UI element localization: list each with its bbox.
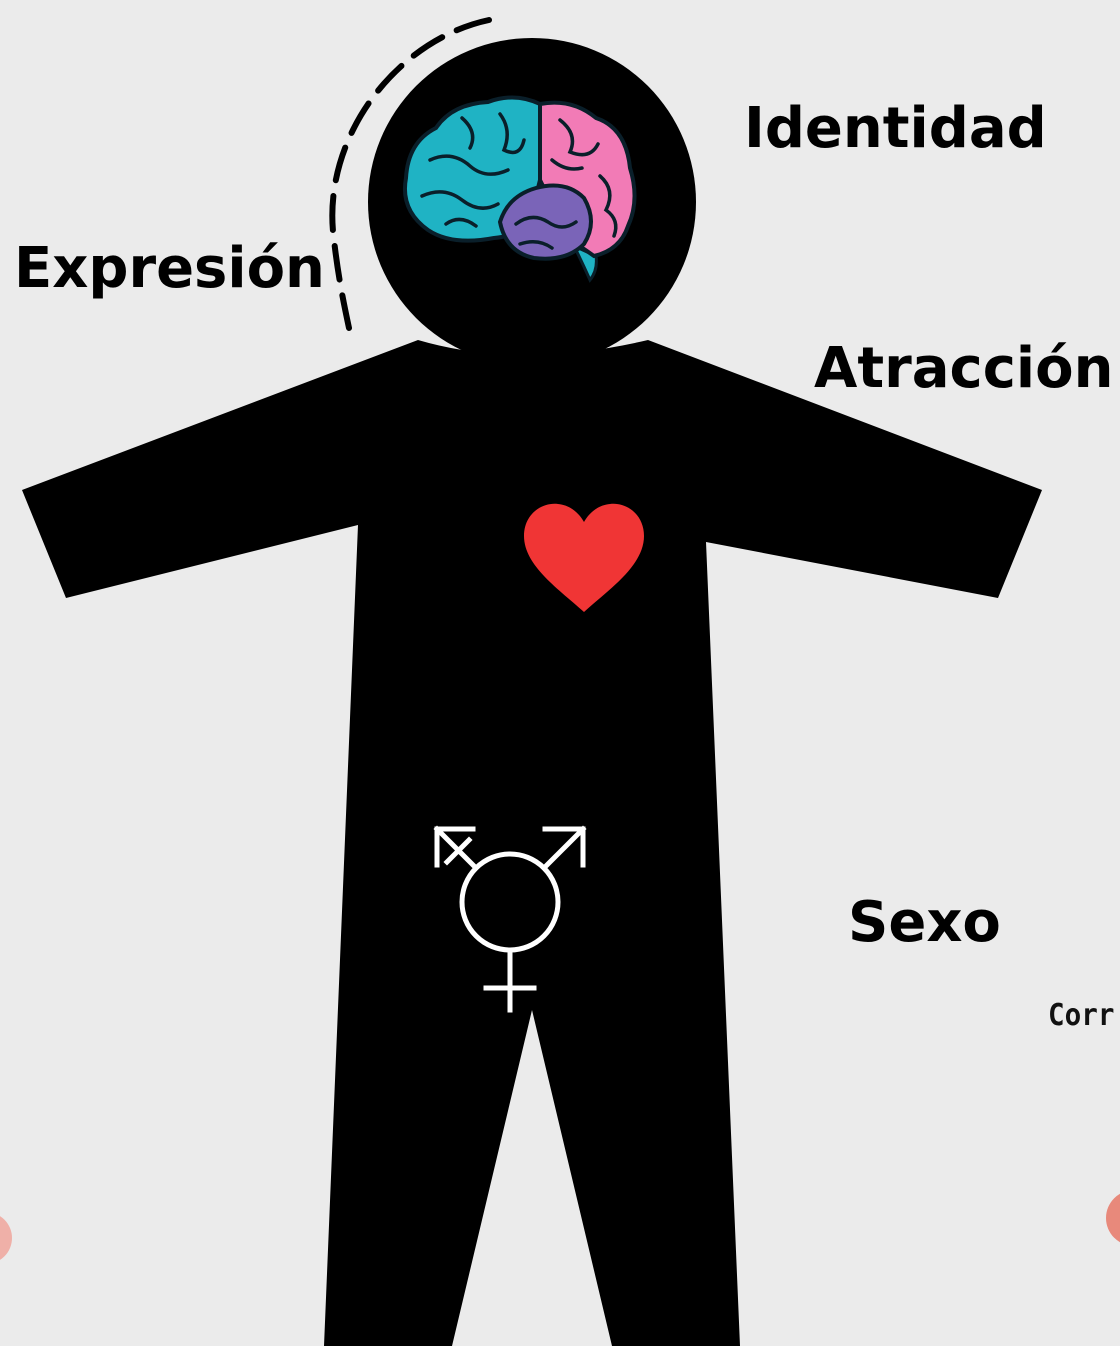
label-identidad: Identidad bbox=[744, 96, 1047, 161]
partial-caption: Corr bbox=[1048, 998, 1114, 1033]
left-edge-blob bbox=[0, 1212, 12, 1264]
label-sexo: Sexo bbox=[848, 890, 1001, 955]
human-silhouette bbox=[22, 340, 1042, 1346]
right-edge-blob bbox=[1106, 1190, 1120, 1246]
label-expresion: Expresión bbox=[14, 236, 325, 301]
label-atraccion: Atracción bbox=[814, 336, 1113, 401]
